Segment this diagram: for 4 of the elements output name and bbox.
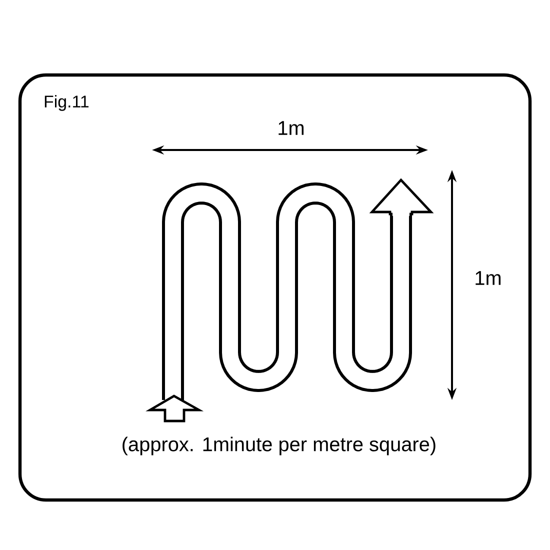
dimension-label: 1m (278, 121, 304, 135)
caption: (approx. 1minute per metre square) (122, 436, 436, 456)
figure-label: Fig.11 (44, 95, 88, 111)
dimension-label: 1m (476, 271, 501, 285)
